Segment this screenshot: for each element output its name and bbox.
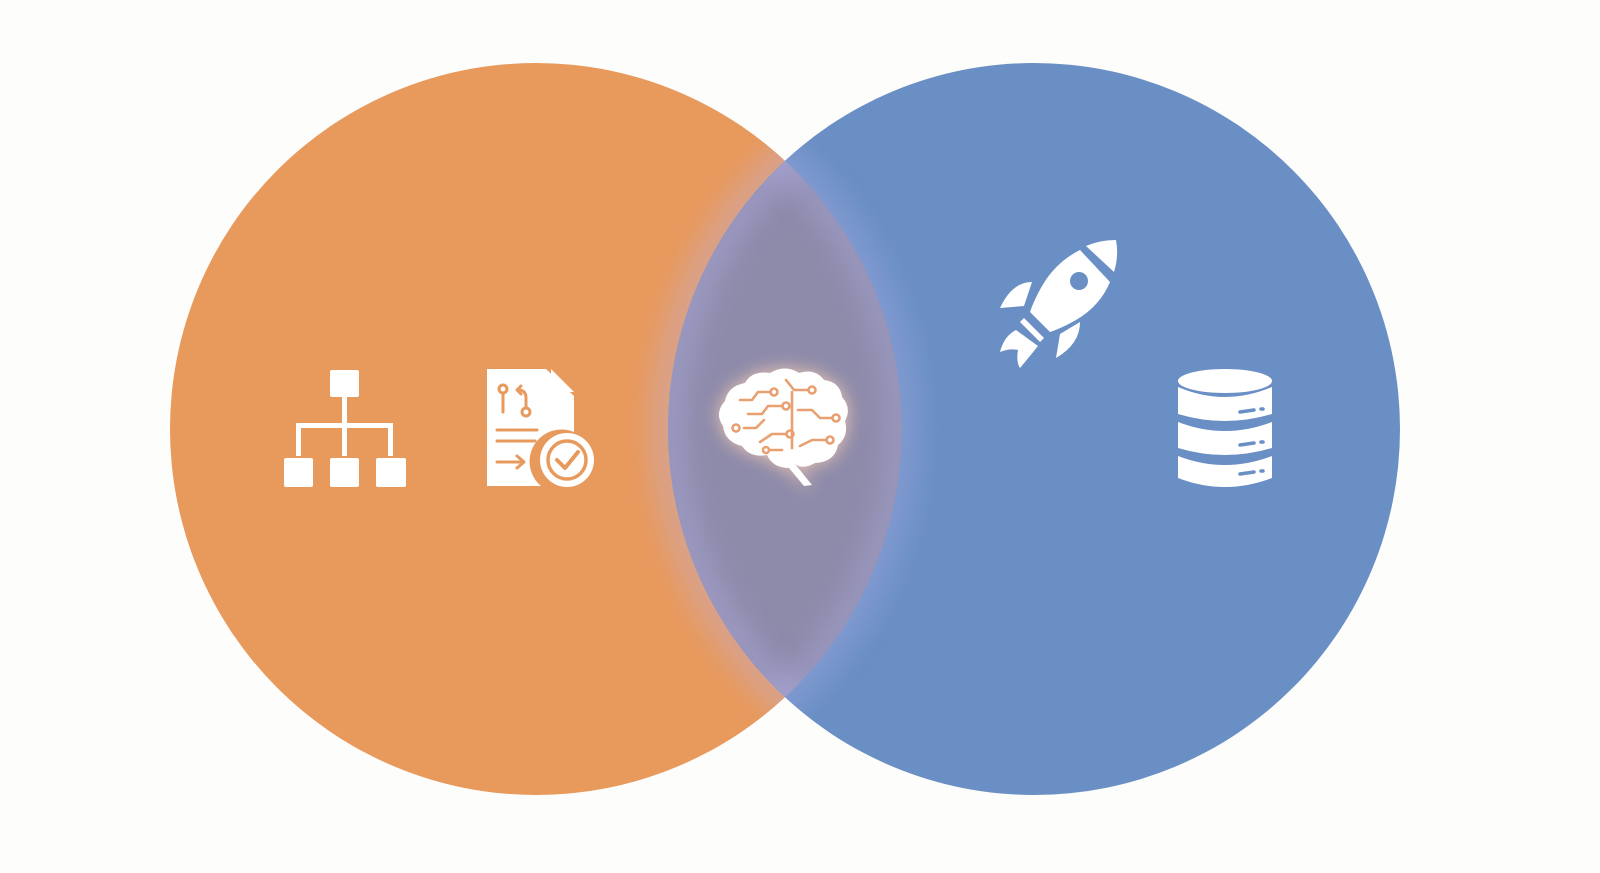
database-icon bbox=[1178, 369, 1272, 487]
intersection-region bbox=[657, 63, 913, 795]
brain-icon bbox=[718, 368, 848, 486]
rocket-icon bbox=[1000, 240, 1118, 368]
document-check-icon bbox=[487, 369, 594, 487]
hierarchy-icon bbox=[284, 370, 406, 487]
